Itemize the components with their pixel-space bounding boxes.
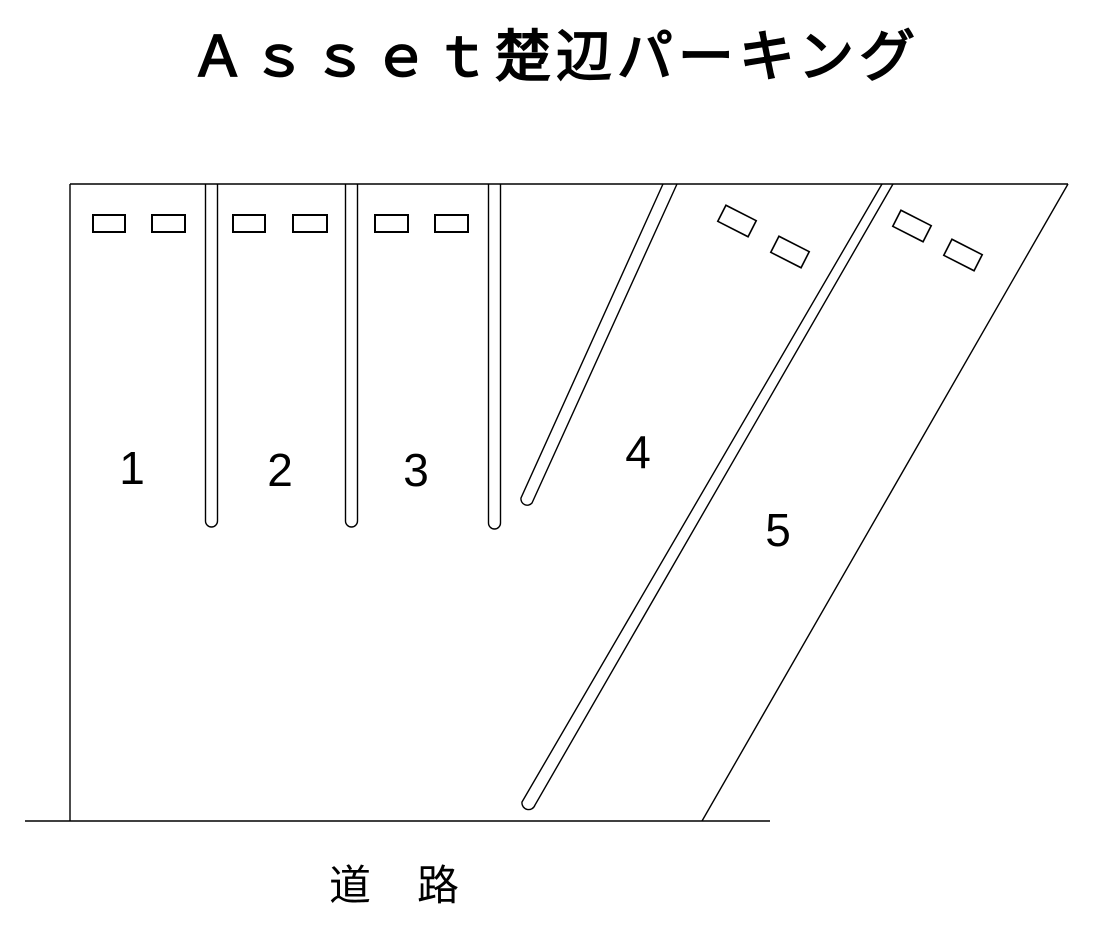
road-label: 道 路	[328, 862, 462, 909]
wheel-stop	[151, 214, 186, 233]
parking-space-label-3: 3	[403, 444, 429, 496]
stall-divider-4-left	[520, 183, 678, 506]
parking-space-label-4: 4	[625, 426, 651, 478]
wheel-stop	[374, 214, 409, 233]
stall-divider-1-2	[204, 184, 219, 528]
wheel-stop	[716, 204, 758, 238]
stall-divider-4-5	[521, 183, 894, 811]
boundary-right-diagonal-line	[701, 183, 1069, 822]
wheel-stop	[769, 235, 811, 269]
stall-divider-2-3	[344, 184, 359, 528]
wheel-stop	[434, 214, 469, 233]
wheel-stop	[92, 214, 126, 233]
wheel-stop	[942, 238, 984, 272]
wheel-stop	[292, 214, 328, 233]
parking-space-label-1: 1	[119, 442, 145, 494]
parking-space-label-2: 2	[267, 444, 293, 496]
page-title: Ａｓｓｅｔ楚辺パーキング	[189, 25, 921, 88]
parking-space-label-5: 5	[765, 504, 791, 556]
stall-divider-3-right	[487, 184, 502, 530]
wheel-stop	[891, 209, 933, 243]
wheel-stop	[232, 214, 266, 233]
